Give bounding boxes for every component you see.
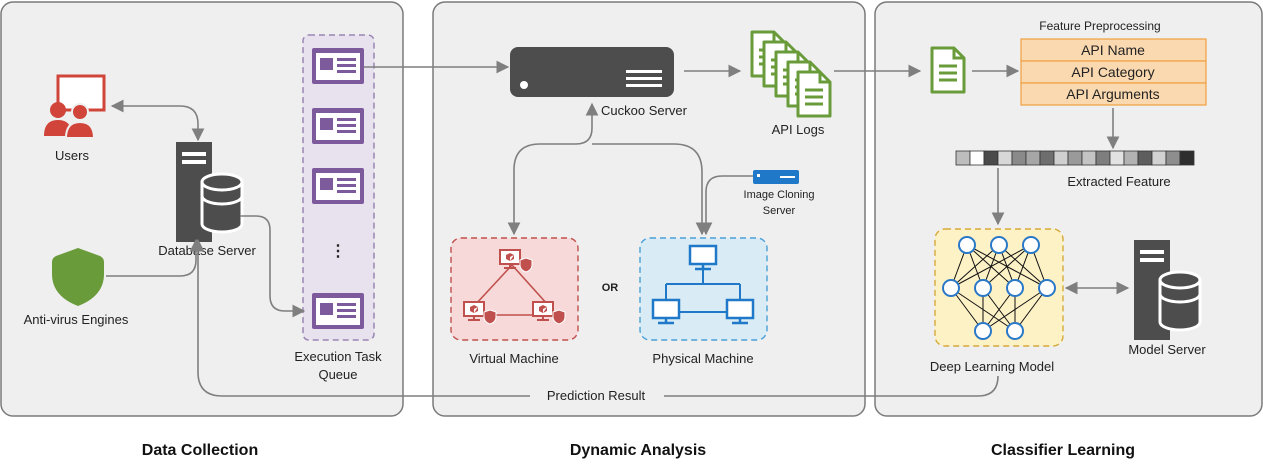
users-label: Users — [55, 148, 89, 163]
feature-cell — [1067, 150, 1083, 166]
feature-cell — [997, 150, 1013, 166]
prediction-line-left — [191, 238, 530, 397]
virtual-network-icon — [463, 249, 566, 325]
database-server-label: Database Server — [158, 243, 256, 258]
feature-cell — [1025, 150, 1041, 166]
feature-cell — [1039, 150, 1055, 166]
section-title-classifier-learning: Classifier Learning — [991, 442, 1135, 459]
feature-cell — [1123, 150, 1139, 166]
feature-cell — [1053, 150, 1069, 166]
feature-cell — [1151, 150, 1167, 166]
feature-cell — [1095, 150, 1111, 166]
api-logs-label: API Logs — [772, 122, 825, 137]
extracted-feature-vector — [955, 150, 1195, 166]
antivirus-db-arrow — [106, 238, 203, 277]
neuron-node — [1038, 279, 1056, 297]
feature-cell — [1165, 150, 1181, 166]
feature-cell — [955, 150, 971, 166]
deep-learning-model-box — [934, 228, 1064, 347]
extracted-feature-label: Extracted Feature — [1067, 174, 1170, 189]
physical-machine-label: Physical Machine — [652, 351, 753, 366]
neuron-node — [1006, 322, 1024, 340]
feature-cell — [1179, 150, 1195, 166]
cuckoo-pm-arrow — [592, 143, 709, 236]
queue-ellipsis: ⋮ — [330, 243, 346, 260]
antivirus-label: Anti-virus Engines — [24, 312, 129, 327]
feature-preprocessing-label: Feature Preprocessing — [1039, 19, 1160, 33]
rack-server-icon — [510, 47, 674, 97]
rack-unit-icon — [753, 170, 799, 184]
feature-cell — [969, 150, 985, 166]
feature-field-box — [1020, 82, 1207, 106]
neural-network-icon — [942, 236, 1056, 340]
neuron-node — [974, 322, 992, 340]
neuron-node — [990, 236, 1008, 254]
feature-field-label: API Name — [1081, 42, 1145, 58]
section-title-data-collection: Data Collection — [142, 442, 258, 459]
deep-learning-model-label: Deep Learning Model — [930, 359, 1054, 374]
feature-field-label: API Arguments — [1066, 86, 1159, 102]
task-window-icon — [312, 293, 364, 329]
neuron-node — [1022, 236, 1040, 254]
cuckoo-server-label: Cuckoo Server — [601, 103, 688, 118]
neuron-node — [942, 279, 960, 297]
neuron-node — [974, 279, 992, 297]
document-icon — [930, 46, 966, 94]
task-window-icon — [312, 48, 364, 84]
prediction-line-right — [664, 375, 999, 397]
feature-cell — [1011, 150, 1027, 166]
image-cloning-label-line2: Server — [763, 205, 796, 217]
task-window-icon — [312, 168, 364, 204]
feature-field-label: API Category — [1071, 64, 1154, 80]
virtual-machine-label: Virtual Machine — [469, 351, 558, 366]
cloning-pm-arrow — [699, 175, 756, 236]
model-server-label: Model Server — [1128, 342, 1206, 357]
feature-cell — [1081, 150, 1097, 166]
physical-network-icon — [651, 244, 755, 325]
neuron-node — [958, 236, 976, 254]
feature-cell — [983, 150, 999, 166]
task-window-icon — [312, 108, 364, 144]
prediction-result-label: Prediction Result — [547, 388, 646, 403]
users-presentation-icon — [44, 74, 106, 139]
users-db-arrow — [110, 99, 205, 142]
neuron-node — [1006, 279, 1024, 297]
shield-icon — [52, 248, 104, 306]
queue-label-line2: Queue — [318, 367, 357, 382]
feature-cell — [1109, 150, 1125, 166]
db-queue-arrow — [240, 215, 306, 318]
queue-label-line1: Execution Task — [294, 349, 382, 364]
cuckoo-vm-arrow — [507, 102, 599, 236]
feature-cell — [1137, 150, 1153, 166]
section-title-dynamic-analysis: Dynamic Analysis — [570, 442, 706, 459]
or-label: OR — [602, 282, 619, 294]
image-cloning-label-line1: Image Cloning — [744, 189, 815, 201]
